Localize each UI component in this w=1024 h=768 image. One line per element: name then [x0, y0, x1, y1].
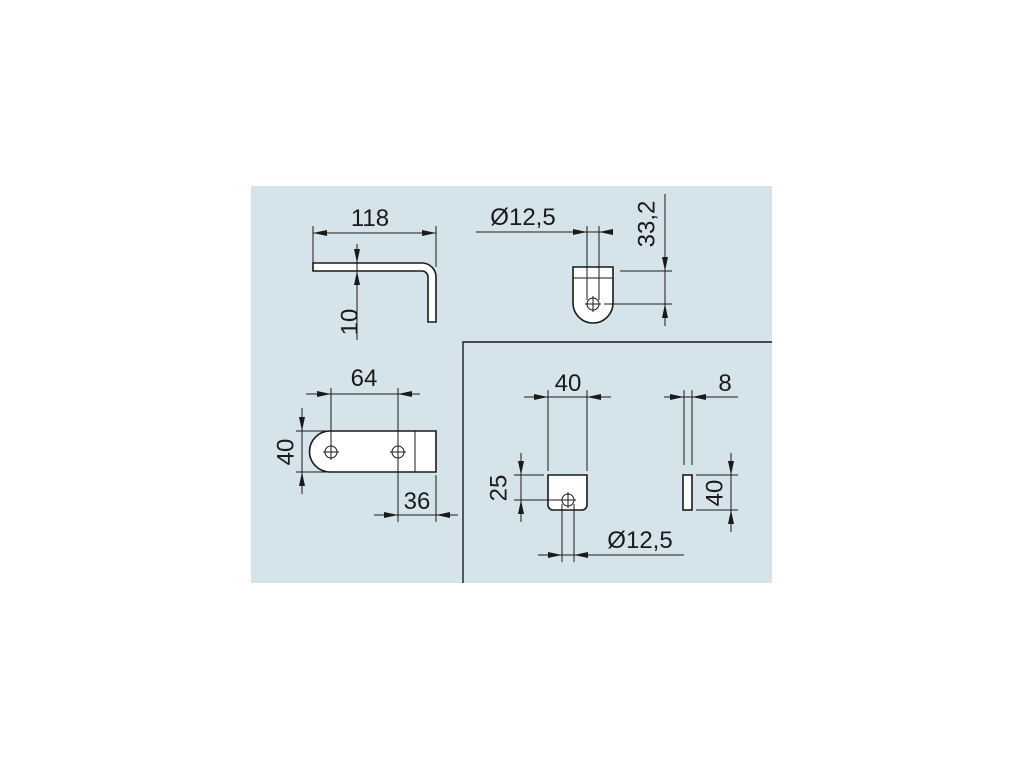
- side-view: 118 10: [312, 205, 437, 340]
- drawing-panel: [251, 186, 772, 583]
- edge-view: 8 40: [664, 370, 738, 532]
- top-view-plate: [308, 430, 437, 473]
- inset-frame: [462, 341, 772, 583]
- arrow-icon: [299, 472, 305, 486]
- arrow-icon: [534, 394, 548, 400]
- arrow-icon: [422, 230, 436, 236]
- arrow-icon: [354, 249, 360, 263]
- arrow-icon: [574, 552, 588, 558]
- dim-40-front-label: 40: [555, 370, 582, 397]
- dim-118-label: 118: [351, 205, 389, 232]
- arrow-icon: [670, 394, 684, 400]
- dim-10-label: 10: [336, 309, 363, 336]
- arrow-icon: [599, 229, 613, 235]
- arrow-icon: [587, 394, 601, 400]
- arrow-icon: [518, 461, 524, 475]
- dim-8-label: 8: [718, 370, 731, 397]
- end-view: Ø12,5 33,2: [476, 194, 672, 326]
- arrow-icon: [317, 391, 331, 397]
- arrow-icon: [728, 510, 734, 524]
- arrow-icon: [518, 500, 524, 514]
- end-view-tab: [572, 266, 614, 324]
- dim-dia-end-label: Ø12,5: [490, 204, 555, 231]
- dim-64-label: 64: [351, 365, 378, 392]
- arrow-icon: [354, 271, 360, 285]
- dim-40-edge-label: 40: [701, 480, 728, 507]
- arrow-icon: [728, 461, 734, 475]
- arrow-icon: [299, 417, 305, 431]
- arrow-icon: [692, 394, 706, 400]
- edge-view-plate: [682, 474, 693, 511]
- dim-40-top-label: 40: [272, 439, 299, 466]
- dim-25-label: 25: [485, 475, 512, 502]
- top-view: 64 40 36: [272, 365, 458, 522]
- arrow-icon: [662, 257, 668, 271]
- arrow-icon: [313, 230, 327, 236]
- arrow-icon: [384, 512, 398, 518]
- arrow-icon: [662, 304, 668, 318]
- dim-33-2-label: 33,2: [633, 201, 660, 248]
- dim-36-label: 36: [404, 488, 431, 515]
- front-view: 40 25 Ø12,5: [485, 370, 684, 562]
- side-view-bracket: [312, 262, 437, 323]
- arrow-icon: [573, 229, 587, 235]
- arrow-icon: [436, 512, 450, 518]
- dim-dia-front-label: Ø12,5: [607, 527, 672, 554]
- arrow-icon: [548, 552, 562, 558]
- arrow-icon: [398, 391, 412, 397]
